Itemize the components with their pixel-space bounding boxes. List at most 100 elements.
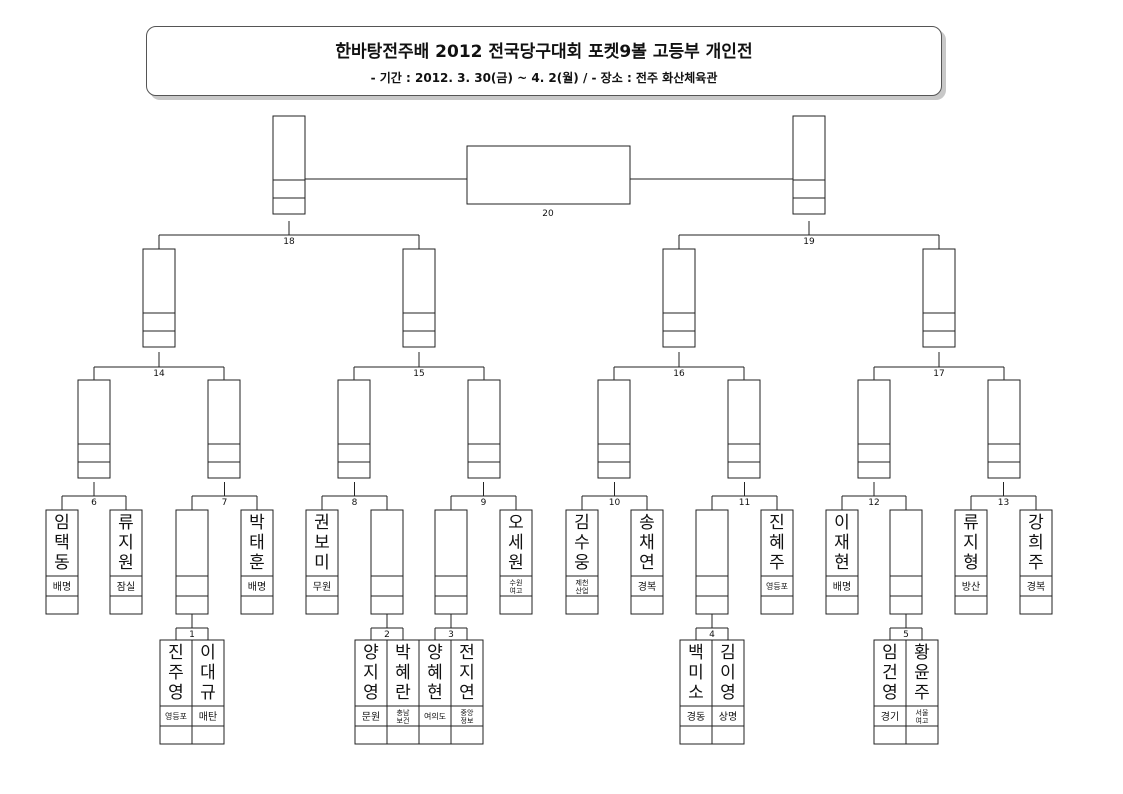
match-number: 11 <box>739 498 750 508</box>
match-number: 3 <box>448 630 454 640</box>
match-number: 14 <box>153 369 165 379</box>
player-slot <box>191 639 225 745</box>
player-slot <box>402 248 436 348</box>
match-number: 5 <box>903 630 909 640</box>
player-slot <box>305 509 339 615</box>
school-name: 배명 <box>53 581 71 593</box>
match-number: 15 <box>413 369 424 379</box>
school-name: 경복 <box>1027 580 1045 593</box>
match-number: 6 <box>91 498 97 508</box>
school-name: 방산 <box>962 581 980 593</box>
page-title: 한바탕전주배 2012 전국당구대회 포켓9볼 고등부 개인전 <box>335 42 753 62</box>
player-slot <box>386 639 420 745</box>
school-name: 무원 <box>313 581 331 593</box>
player-slot <box>370 509 404 615</box>
school-name: 경복 <box>638 580 656 593</box>
match-number: 10 <box>609 498 621 508</box>
player-slot <box>889 509 923 615</box>
player-slot <box>695 509 729 615</box>
player-slot <box>760 509 794 615</box>
event-info: - 기간 : 2012. 3. 30(금) ~ 4. 2(월) / - 장소 :… <box>370 71 718 85</box>
school-name: 배명 <box>833 581 851 593</box>
player-slot <box>630 509 664 615</box>
school-name: 잠실 <box>117 581 135 593</box>
player-slot <box>873 639 907 745</box>
player-slot <box>77 379 111 479</box>
match-number: 16 <box>673 369 685 379</box>
school-name: 문원 <box>362 711 380 723</box>
match-number: 4 <box>709 630 715 640</box>
player-slot <box>109 509 143 615</box>
player-slot <box>1019 509 1053 615</box>
player-slot <box>679 639 713 745</box>
player-slot <box>207 379 241 479</box>
player-slot <box>434 509 468 615</box>
final-box <box>466 145 631 205</box>
player-slot <box>175 509 209 615</box>
match-number: 13 <box>998 498 1009 508</box>
player-slot <box>662 248 696 348</box>
school-name: 경기 <box>881 710 899 723</box>
player-slot <box>987 379 1021 479</box>
player-slot <box>450 639 484 745</box>
title-box: 한바탕전주배 2012 전국당구대회 포켓9볼 고등부 개인전 - 기간 : 2… <box>146 26 942 96</box>
match-number: 8 <box>352 498 358 508</box>
school-name: 경동 <box>687 710 705 723</box>
school-name: 매탄 <box>199 711 217 723</box>
match-number: 19 <box>803 237 815 247</box>
player-slot <box>354 639 388 745</box>
match-number: 20 <box>542 209 554 219</box>
match-number: 18 <box>283 237 295 247</box>
player-slot <box>792 115 826 215</box>
match-number: 17 <box>933 369 944 379</box>
player-slot <box>499 509 533 615</box>
player-slot <box>142 248 176 348</box>
match-number: 1 <box>189 630 195 640</box>
player-slot <box>727 379 761 479</box>
player-slot <box>857 379 891 479</box>
player-slot <box>467 379 501 479</box>
school-name: 여의도 <box>424 711 446 721</box>
match-number: 9 <box>481 498 487 508</box>
player-slot <box>597 379 631 479</box>
player-slot <box>905 639 939 745</box>
school-name: 영등포 <box>165 711 187 721</box>
player-slot <box>922 248 956 348</box>
player-slot <box>272 115 306 215</box>
match-number: 12 <box>868 498 879 508</box>
school-name: 배명 <box>248 581 266 593</box>
player-slot <box>337 379 371 479</box>
school-name: 영등포 <box>766 581 788 591</box>
school-name: 상명 <box>719 711 737 723</box>
player-slot <box>711 639 745 745</box>
match-number: 7 <box>222 498 228 508</box>
match-number: 2 <box>384 630 390 640</box>
